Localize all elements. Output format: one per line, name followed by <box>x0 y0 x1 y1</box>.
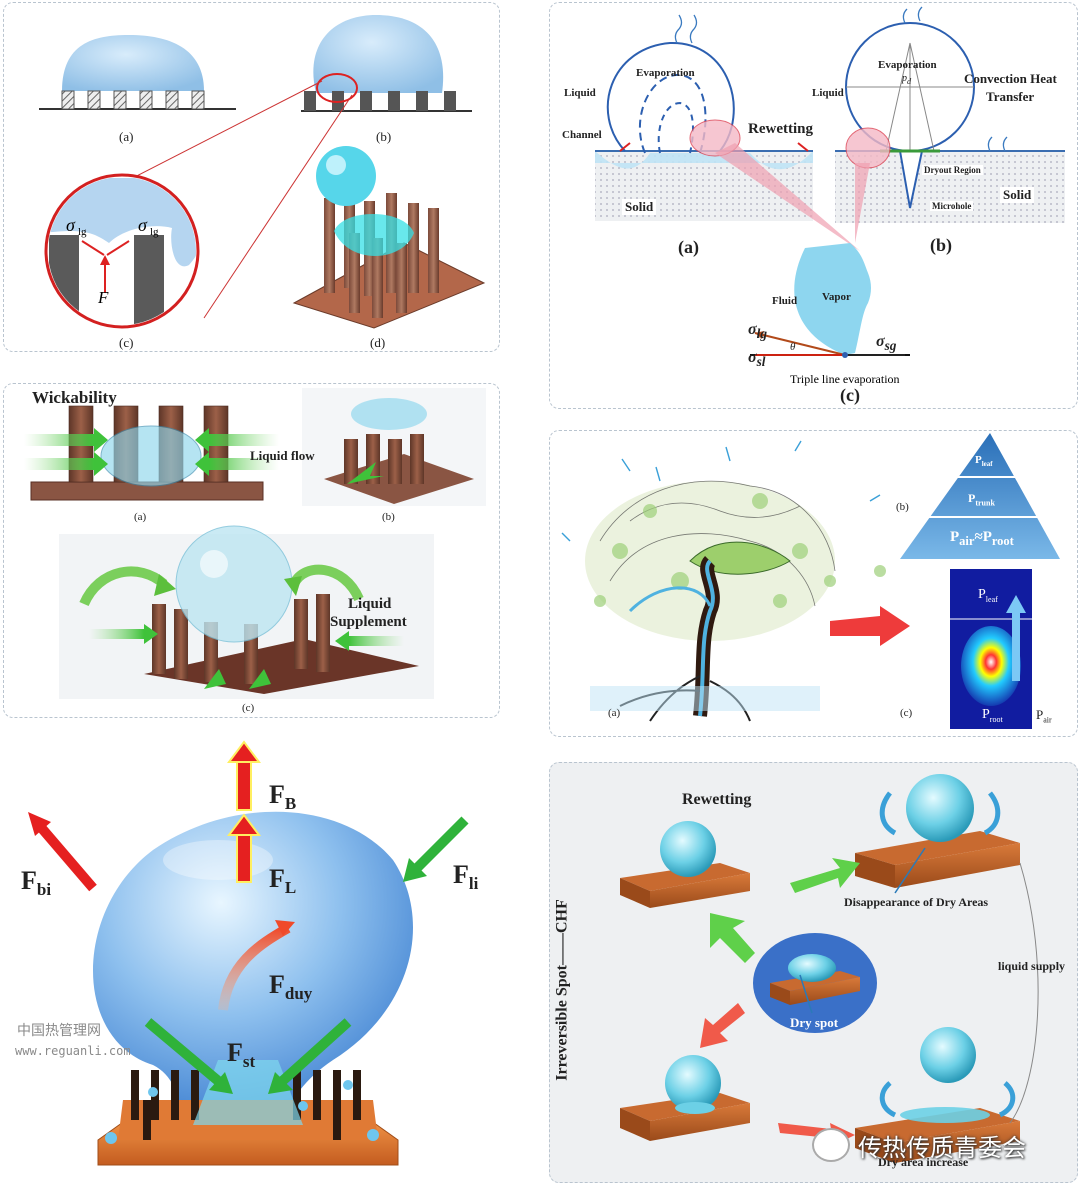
p-root-map: Proot <box>982 707 1003 724</box>
liquid-label: Liquid <box>348 596 392 612</box>
evaporation-b: Evaporation <box>878 59 937 71</box>
fluid-label: Fluid <box>772 295 798 307</box>
sigma-lg-left-sub: lg <box>78 226 87 238</box>
f-b-label: FB <box>269 780 297 814</box>
panel-tree-pressure: Pleaf Ptrunk Pair≈Proot Pleaf Proot Pair… <box>549 430 1078 737</box>
droplet-a <box>62 35 204 91</box>
wechat-badge: 传热传质青委会 <box>812 1123 1070 1167</box>
sigma-lg: σlg <box>748 321 767 342</box>
vapor-wedge <box>794 243 871 355</box>
sub-c: (c) <box>119 335 134 350</box>
vapor-label: Vapor <box>822 291 851 303</box>
dry-spot-label: Dry spot <box>790 1015 839 1030</box>
f-st-label: Fst <box>227 1038 256 1072</box>
irreversible-label: Irreversible Spot——CHF <box>553 899 571 1081</box>
sigma-lg-right: σ <box>138 215 148 235</box>
sub-b: (b) <box>376 129 392 144</box>
microhole-label: Microhole <box>930 201 974 211</box>
watermark-cn: 中国热管理网 <box>17 1023 101 1039</box>
rewetting-label: Rewetting <box>682 791 752 808</box>
bubble-a <box>606 41 735 152</box>
liquid-b: Liquid <box>812 87 844 99</box>
convection-label: Convection Heat <box>964 71 1057 86</box>
solid-b-label: Solid <box>1000 187 1035 203</box>
pd-label: pd <box>902 73 912 86</box>
liquid-supply-label: liquid supply <box>998 959 1066 973</box>
dry-increase-label: Dry area increase <box>878 1155 969 1169</box>
droplet-d <box>316 146 376 206</box>
wechat-icon <box>812 1128 850 1162</box>
theta-label: θ <box>790 341 796 353</box>
badge-text: 传热传质青委会 <box>858 1133 1026 1162</box>
p-leaf-pyr: Pleaf <box>975 454 993 469</box>
droplet-c <box>175 525 293 643</box>
sub-b: (b) <box>382 511 395 523</box>
panel-droplet-wetting: σ lg σ lg F (a) (b) (c) (d) <box>3 2 500 352</box>
dry-spot-diagram <box>620 774 1039 1163</box>
panel-forces: FB FL Fbi Fli Fduy Fst 中国热管理网 www.reguan… <box>3 740 500 1183</box>
sigma-lg-left: σ <box>66 215 76 235</box>
sub-a: (a) <box>119 129 134 144</box>
sub-c: (c) <box>840 385 860 405</box>
sigma-sg: σsg <box>876 333 897 354</box>
droplet-b <box>313 15 444 93</box>
liquid-a: Liquid <box>564 87 596 99</box>
solid-a-label: Solid <box>622 199 657 215</box>
p-trunk-pyr: Ptrunk <box>968 491 995 508</box>
dryout-label: Dryout Region <box>922 165 983 175</box>
sigma-lg-right-sub: lg <box>150 226 159 238</box>
panel-rewetting-evaporation: Triple line evaporation Liquid Evaporati… <box>549 2 1078 409</box>
watermark-url: www.reguanli.com <box>15 1044 131 1058</box>
force-diagram <box>28 740 469 1166</box>
evaporation-a: Evaporation <box>636 67 695 79</box>
panel-wickability: Wickability Liquid flow (a) (b) Liquid S… <box>3 383 500 718</box>
f-l-label: FL <box>269 864 297 898</box>
p-air-map: Pair <box>1036 707 1052 725</box>
wick-diagram <box>24 388 486 699</box>
p-leaf-map: Pleaf <box>978 587 998 604</box>
sigma-sl: σsl <box>748 349 766 370</box>
transfer-label: Transfer <box>986 89 1035 104</box>
tree-diagram <box>561 433 1060 729</box>
wickability-label: Wickability <box>32 388 117 407</box>
supplement-label: Supplement <box>330 614 407 630</box>
rewetting-a: Rewetting <box>748 121 813 137</box>
sub-b: (b) <box>896 501 909 513</box>
f-duy-label: Fduy <box>269 970 313 1004</box>
liquid-flow-label: Liquid flow <box>250 448 315 463</box>
panel-dry-spot-cycle: Rewetting Disappearance of Dry Areas Dry… <box>549 762 1078 1183</box>
p-air-root-pyr: Pair≈Proot <box>950 529 1014 548</box>
sub-d: (d) <box>370 335 386 350</box>
sub-a: (a) <box>134 511 147 523</box>
f-bi-label: Fbi <box>21 866 52 900</box>
sub-c: (c) <box>242 702 255 714</box>
sub-b: (b) <box>930 235 952 255</box>
channel-a: Channel <box>562 129 602 141</box>
force-label: F <box>97 288 109 307</box>
sub-a: (a) <box>608 707 621 719</box>
sub-c: (c) <box>900 707 913 719</box>
sub-a: (a) <box>678 237 699 257</box>
f-li-label: Fli <box>453 860 479 894</box>
wetting-diagram: σ lg σ lg F <box>39 15 486 329</box>
triple-line-label: Triple line evaporation <box>790 372 900 386</box>
disappearance-label: Disappearance of Dry Areas <box>844 895 989 909</box>
